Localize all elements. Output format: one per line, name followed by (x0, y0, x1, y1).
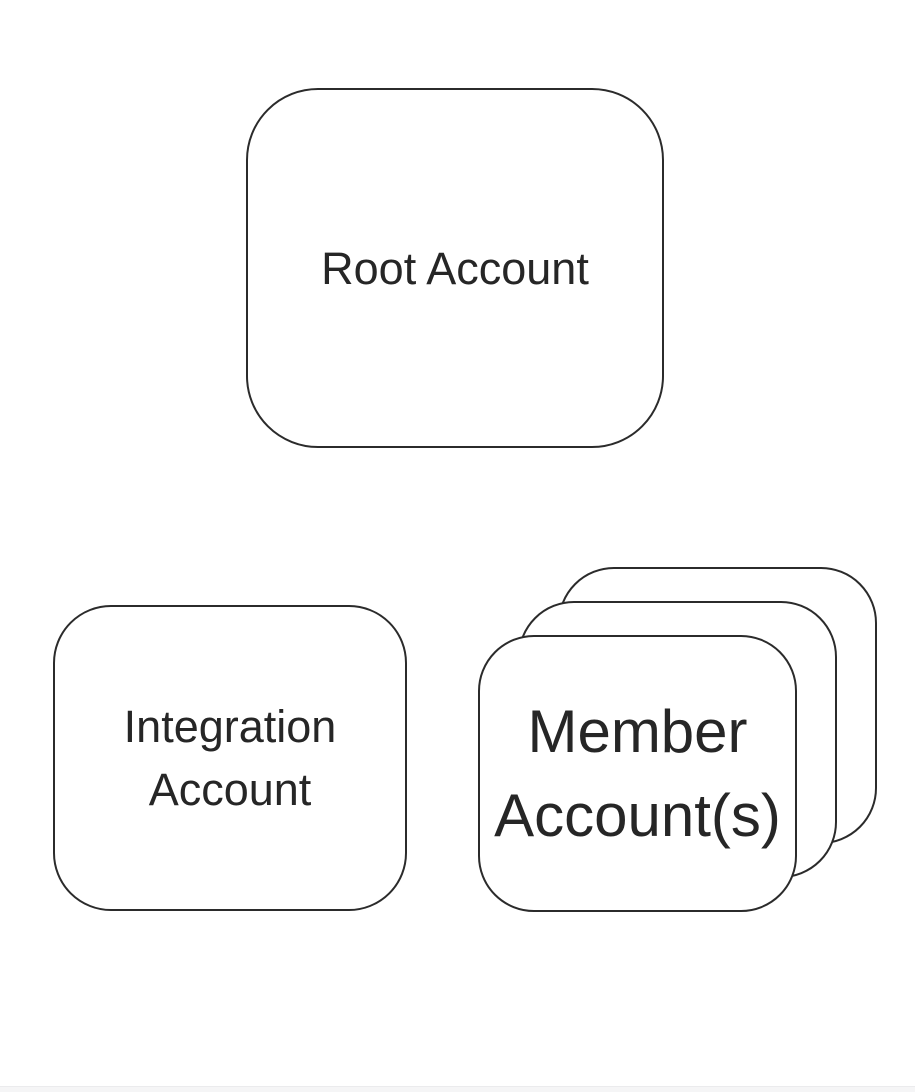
diagram-node-root-account: Root Account (246, 88, 664, 448)
page-bottom-divider (0, 1086, 915, 1092)
diagram-node-integration-account: Integration Account (53, 605, 407, 911)
integration-account-label: Integration Account (123, 701, 337, 815)
root-account-label: Root Account (321, 242, 589, 294)
diagram-node-member-accounts: Member Account(s) (478, 635, 797, 912)
member-accounts-label: Member Account(s) (494, 697, 781, 849)
